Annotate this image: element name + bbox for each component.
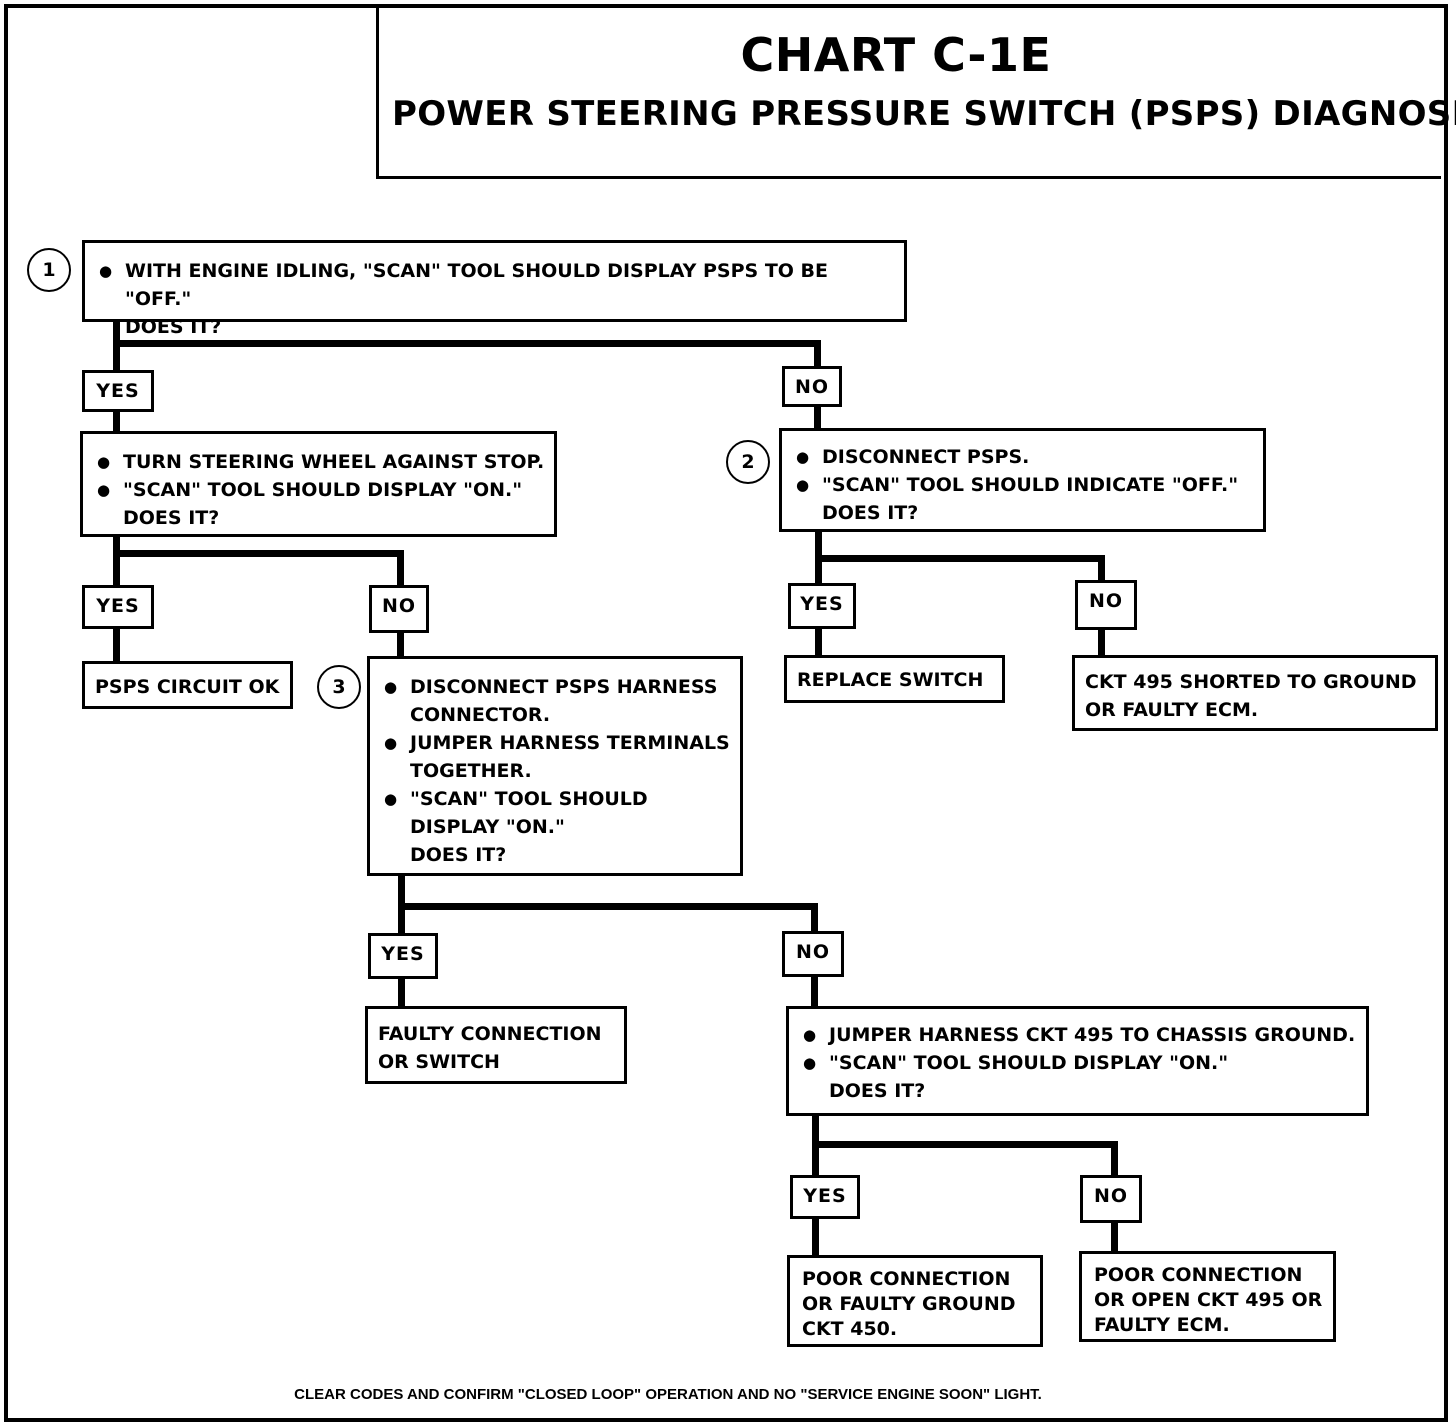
ckt495-short-box: CKT 495 SHORTED TO GROUND OR FAULTY ECM. xyxy=(1072,655,1438,731)
step1-bullet-1: WITH ENGINE IDLING, "SCAN" TOOL SHOULD D… xyxy=(95,257,896,313)
step2-bullet-1: DISCONNECT PSPS. xyxy=(792,443,1257,471)
replace-switch-text: REPLACE SWITCH xyxy=(797,669,984,691)
connector xyxy=(812,1141,1118,1148)
connector xyxy=(814,405,821,431)
connector xyxy=(397,550,404,587)
connector xyxy=(812,1217,819,1257)
step2-box: DISCONNECT PSPS. "SCAN" TOOL SHOULD INDI… xyxy=(779,428,1266,532)
step1-question: DOES IT? xyxy=(125,316,222,338)
step3-bullet-3: "SCAN" TOOL SHOULD DISPLAY "ON." xyxy=(380,785,734,841)
connector xyxy=(1098,555,1105,585)
ckt495-short-text: CKT 495 SHORTED TO GROUND OR FAULTY ECM. xyxy=(1085,671,1417,721)
connector xyxy=(814,340,821,370)
step3-bullet-1: DISCONNECT PSPS HARNESS CONNECTOR. xyxy=(380,673,734,729)
step4-question: DOES IT? xyxy=(829,1080,926,1102)
connector xyxy=(113,550,404,557)
steering-no-label: NO xyxy=(369,585,429,633)
title-box xyxy=(376,4,1441,179)
connector xyxy=(113,410,120,434)
steering-test-box: TURN STEERING WHEEL AGAINST STOP. "SCAN"… xyxy=(80,431,557,537)
chart-subtitle: POWER STEERING PRESSURE SWITCH (PSPS) DI… xyxy=(392,94,1456,134)
step4-bullet-1: JUMPER HARNESS CKT 495 TO CHASSIS GROUND… xyxy=(799,1021,1360,1049)
replace-switch-box: REPLACE SWITCH xyxy=(784,655,1005,703)
step3-no-label: NO xyxy=(782,931,844,977)
connector xyxy=(811,975,818,1008)
chart-title: CHART C-1E xyxy=(740,28,1052,82)
connector xyxy=(397,631,404,659)
step1-no-label: NO xyxy=(782,366,842,407)
step-number-1: 1 xyxy=(27,248,71,292)
steering-test-bullet-2: "SCAN" TOOL SHOULD DISPLAY "ON." xyxy=(93,476,548,504)
connector xyxy=(1111,1141,1118,1177)
steering-test-bullet-1: TURN STEERING WHEEL AGAINST STOP. xyxy=(93,448,548,476)
connector xyxy=(398,977,405,1009)
steering-test-question: DOES IT? xyxy=(123,507,220,529)
step3-box: DISCONNECT PSPS HARNESS CONNECTOR. JUMPE… xyxy=(367,656,743,876)
connector xyxy=(815,555,1105,562)
step4-yes-label: YES xyxy=(790,1175,860,1219)
step1-yes-label: YES xyxy=(82,370,154,412)
poor-ground-text: POOR CONNECTION OR FAULTY GROUND CKT 450… xyxy=(802,1268,1016,1340)
poor-open-text: POOR CONNECTION OR OPEN CKT 495 OR FAULT… xyxy=(1094,1264,1323,1336)
step-number-3: 3 xyxy=(317,665,361,709)
chart-frame xyxy=(4,4,1448,1422)
connector xyxy=(398,903,818,910)
connector xyxy=(811,903,818,933)
connector xyxy=(1111,1221,1118,1253)
poor-open-box: POOR CONNECTION OR OPEN CKT 495 OR FAULT… xyxy=(1079,1251,1336,1342)
step4-no-label: NO xyxy=(1080,1175,1142,1223)
step2-no-label: NO xyxy=(1075,580,1137,630)
connector xyxy=(113,627,120,663)
footer-note: CLEAR CODES AND CONFIRM "CLOSED LOOP" OP… xyxy=(294,1386,1042,1403)
step3-yes-label: YES xyxy=(368,933,438,979)
step3-question: DOES IT? xyxy=(410,844,507,866)
step2-yes-label: YES xyxy=(788,583,856,629)
faulty-connection-box: FAULTY CONNECTION OR SWITCH xyxy=(365,1006,627,1084)
connector xyxy=(113,340,821,347)
steering-yes-label: YES xyxy=(82,585,154,629)
step1-box: WITH ENGINE IDLING, "SCAN" TOOL SHOULD D… xyxy=(82,240,907,338)
connector xyxy=(1098,627,1105,657)
step2-bullet-2: "SCAN" TOOL SHOULD INDICATE "OFF." xyxy=(792,471,1257,499)
step3-bullet-2: JUMPER HARNESS TERMINALS TOGETHER. xyxy=(380,729,734,785)
poor-ground-box: POOR CONNECTION OR FAULTY GROUND CKT 450… xyxy=(787,1255,1043,1347)
step4-box: JUMPER HARNESS CKT 495 TO CHASSIS GROUND… xyxy=(786,1006,1369,1116)
psps-ok-box: PSPS CIRCUIT OK xyxy=(82,661,293,709)
faulty-connection-text: FAULTY CONNECTION OR SWITCH xyxy=(378,1023,602,1073)
step4-bullet-2: "SCAN" TOOL SHOULD DISPLAY "ON." xyxy=(799,1049,1360,1077)
psps-ok-text: PSPS CIRCUIT OK xyxy=(95,676,280,698)
step-number-2: 2 xyxy=(726,440,770,484)
connector xyxy=(815,626,822,658)
step2-question: DOES IT? xyxy=(822,502,919,524)
connector xyxy=(113,535,120,587)
